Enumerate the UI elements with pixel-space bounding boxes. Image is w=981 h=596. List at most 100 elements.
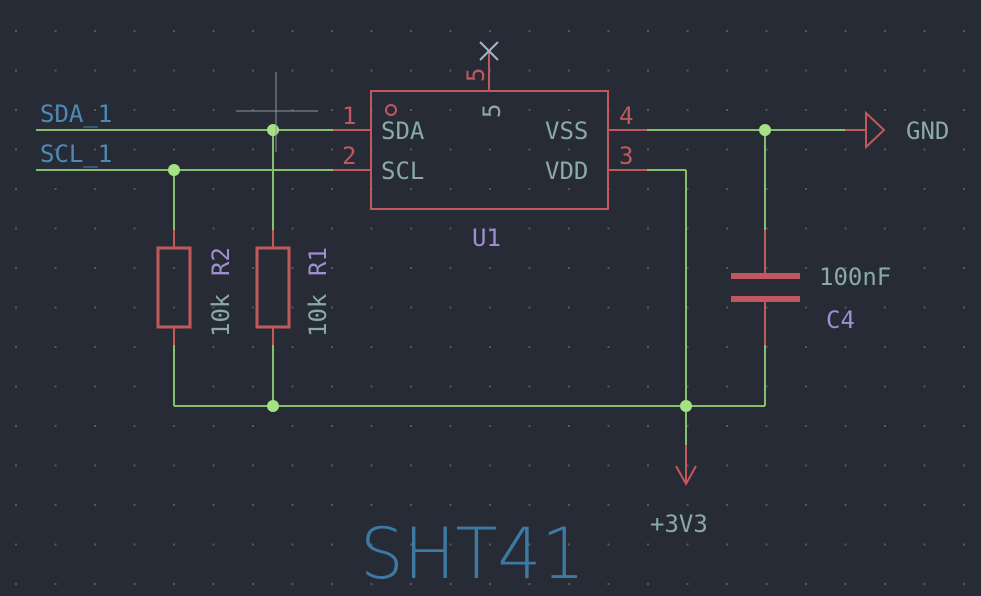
grid-dot xyxy=(173,583,175,585)
grid-dot xyxy=(212,306,215,309)
grid-dot xyxy=(923,543,926,546)
c4-symbol[interactable]: 100nF C4 xyxy=(731,230,891,345)
r1-symbol[interactable]: R1 10k xyxy=(255,230,332,345)
grid-dot xyxy=(963,306,965,309)
grid-dot xyxy=(212,385,215,388)
grid-dot xyxy=(54,109,57,111)
grid-dot xyxy=(765,30,768,32)
grid-dot xyxy=(54,267,57,269)
grid-dot xyxy=(133,346,136,348)
junction-vdd[interactable] xyxy=(680,400,692,412)
junction-vss[interactable] xyxy=(759,124,771,136)
grid-dot xyxy=(133,188,136,190)
grid-dot xyxy=(173,30,175,32)
grid-dot xyxy=(410,148,412,151)
grid-dot xyxy=(370,69,373,72)
r2-value[interactable]: 10k xyxy=(207,293,235,337)
grid-dot xyxy=(805,109,807,111)
grid-dot xyxy=(607,543,610,546)
grid-dot xyxy=(449,583,452,585)
grid-dot xyxy=(528,188,531,190)
grid-dot xyxy=(291,188,294,190)
grid-dot xyxy=(133,227,136,230)
grid-dot xyxy=(133,148,136,151)
grid-dot xyxy=(805,227,807,230)
grid-dot xyxy=(212,583,215,585)
net-label-scl[interactable]: SCL_1 xyxy=(40,140,112,168)
grid-dot xyxy=(94,267,96,269)
c4-value[interactable]: 100nF xyxy=(819,263,891,291)
grid-dot xyxy=(291,227,294,230)
grid-dot xyxy=(15,227,17,230)
grid-dot xyxy=(844,306,847,309)
grid-dot xyxy=(410,227,412,230)
grid-dot xyxy=(647,385,649,388)
grid-dot xyxy=(923,109,926,111)
grid-dot xyxy=(94,583,96,585)
gnd-power-symbol[interactable]: GND xyxy=(845,110,949,150)
grid-dot xyxy=(844,425,847,427)
crosshair-cursor-icon xyxy=(236,72,318,152)
grid-dot xyxy=(489,109,491,111)
grid-dot xyxy=(844,69,847,72)
grid-dot xyxy=(133,306,136,309)
u1-reference[interactable]: U1 xyxy=(472,224,501,252)
grid-dot xyxy=(291,346,294,348)
grid-dot xyxy=(410,504,412,506)
grid-dot xyxy=(173,464,175,467)
grid-dot xyxy=(568,267,570,269)
grid-dot xyxy=(331,583,333,585)
grid-dot xyxy=(331,464,333,467)
grid-dot xyxy=(212,346,215,348)
grid-dot xyxy=(528,306,531,309)
r2-reference[interactable]: R2 xyxy=(207,247,235,276)
grid-dot xyxy=(568,188,570,190)
grid-dot xyxy=(686,306,689,309)
grid-dot xyxy=(963,385,965,388)
r2-body[interactable] xyxy=(156,246,192,329)
grid-dot xyxy=(923,346,926,348)
grid-dot xyxy=(370,425,373,427)
c4-reference[interactable]: C4 xyxy=(826,306,855,334)
grid-dot xyxy=(765,346,768,348)
grid-dot xyxy=(291,69,294,72)
r1-body[interactable] xyxy=(255,246,291,329)
u1-pin2-number: 2 xyxy=(342,142,356,170)
grid-dot xyxy=(94,385,96,388)
u1-symbol[interactable]: 1 2 4 3 5 SDA SCL VSS VDD 5 U1 xyxy=(333,52,647,252)
grid-dot xyxy=(568,385,570,388)
grid-dot xyxy=(291,30,294,32)
grid-dot xyxy=(252,385,254,388)
net-label-sda[interactable]: SDA_1 xyxy=(40,100,112,128)
grid-dot xyxy=(844,504,847,506)
grid-dot xyxy=(15,385,17,388)
grid-dot xyxy=(568,346,570,348)
grid-dot xyxy=(765,583,768,585)
r1-value[interactable]: 10k xyxy=(304,293,332,337)
grid-dot xyxy=(212,425,215,427)
u1-pin2-name: SCL xyxy=(381,157,424,185)
junction-scl[interactable] xyxy=(168,164,180,176)
grid-dot xyxy=(410,583,412,585)
no-connect-x-icon[interactable] xyxy=(479,41,499,61)
grid-dot xyxy=(765,227,768,230)
grid-dot xyxy=(607,583,610,585)
grid-dot xyxy=(805,188,807,190)
vcc-label[interactable]: +3V3 xyxy=(650,510,708,538)
grid-dot xyxy=(133,267,136,269)
grid-dot xyxy=(370,464,373,467)
schematic-title[interactable]: SHT41 xyxy=(360,513,585,595)
r1-reference[interactable]: R1 xyxy=(304,247,332,276)
grid-dot xyxy=(884,543,886,546)
r2-symbol[interactable]: R2 10k xyxy=(156,230,235,345)
junction-sda[interactable] xyxy=(267,124,279,136)
grid-dot xyxy=(844,30,847,32)
grid-dot xyxy=(844,346,847,348)
gnd-label[interactable]: GND xyxy=(906,117,949,145)
grid-dot xyxy=(647,227,649,230)
grid-dot xyxy=(94,306,96,309)
vcc-power-symbol[interactable]: +3V3 xyxy=(650,445,708,538)
grid-dot xyxy=(212,188,215,190)
junction-r1-bottom[interactable] xyxy=(267,400,279,412)
